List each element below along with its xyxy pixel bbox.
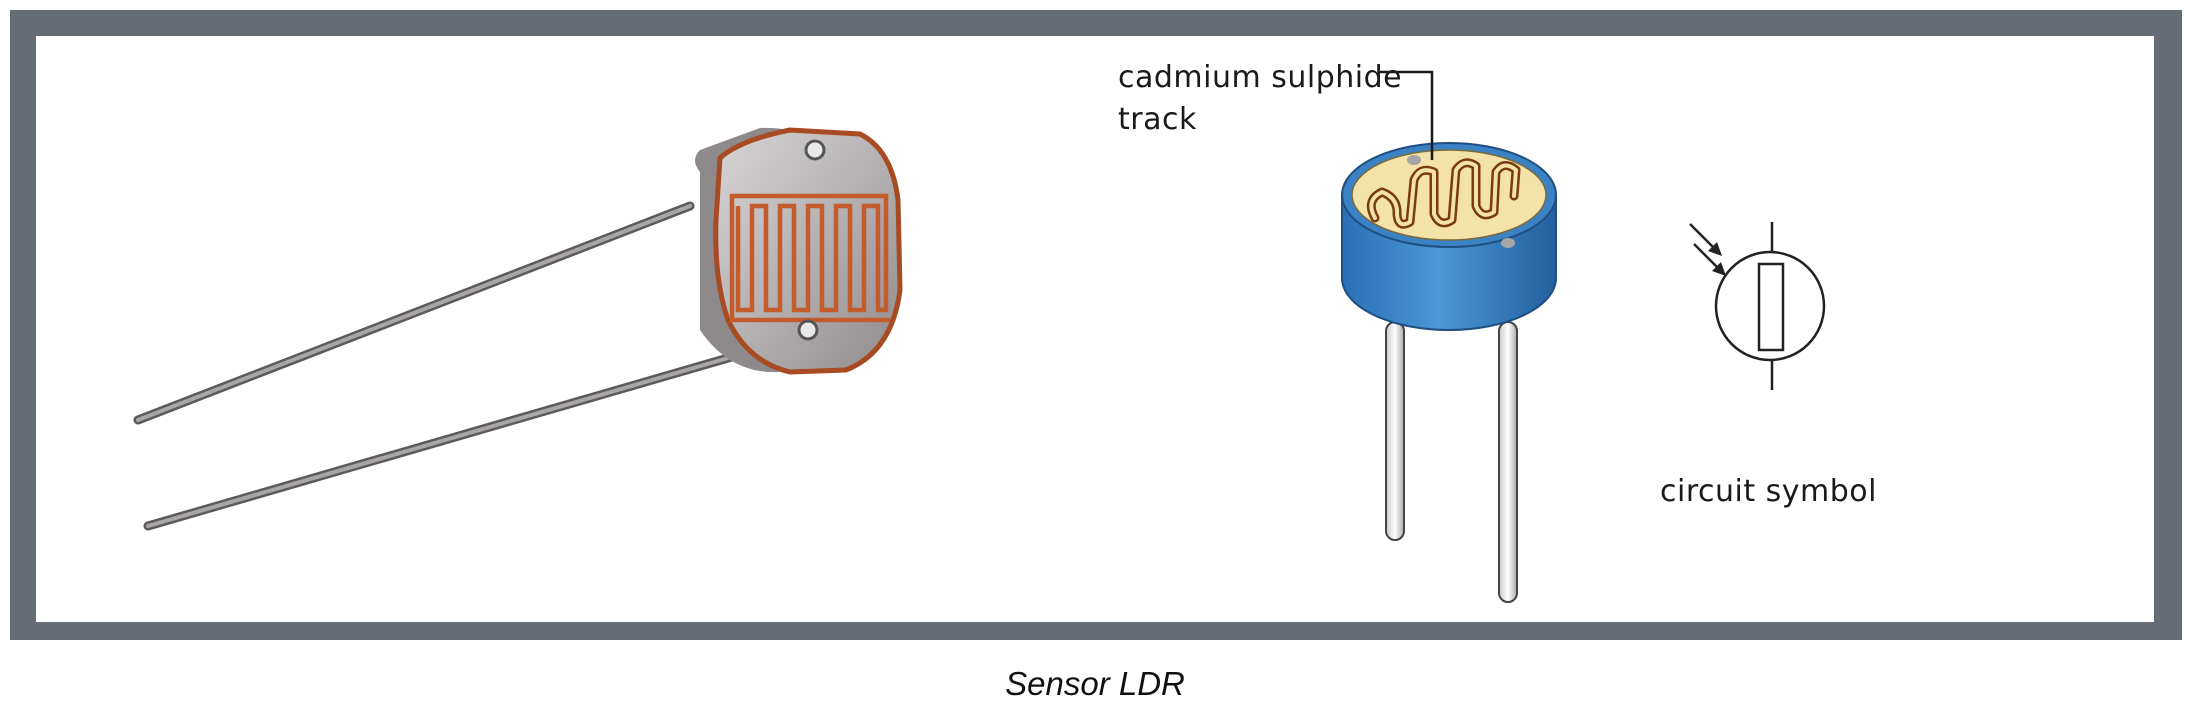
ldr-photo-terminal-bottom [797,319,819,341]
ldr-photo [133,127,903,531]
ldr-photo-leads [133,201,740,531]
ldr-diagram-terminal-top [1407,155,1421,165]
ldr-diagram-terminal-bottom [1501,238,1515,248]
figure-caption: Sensor LDR [1005,665,1185,702]
ldr-circuit-symbol [1689,222,1826,390]
light-arrows-icon [1689,223,1726,276]
ldr-diagram-lead-left [1385,321,1405,541]
label-track-line2: track [1118,102,1197,137]
label-circuit-symbol: circuit symbol [1660,474,1877,509]
ldr-diagram-lead-right [1498,321,1518,603]
label-track-line1: cadmium sulphide [1118,60,1403,95]
ldr-photo-terminal-top [804,139,826,161]
track-leader-line [1380,70,1434,160]
ldr-photo-track [729,193,890,323]
symbol-resistor [1757,262,1785,352]
ldr-diagram [1341,70,1557,603]
